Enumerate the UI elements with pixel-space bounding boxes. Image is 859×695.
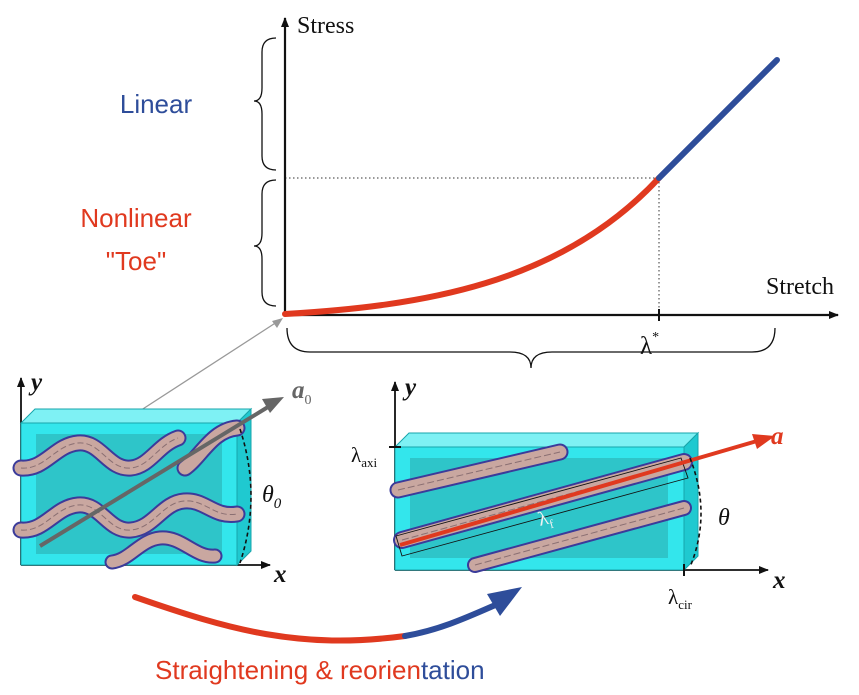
fiber-length-frame: [395, 457, 689, 557]
zoom-connector-arrowhead: [272, 318, 283, 328]
stretch-range-brace: [286, 327, 776, 369]
zoom-connector-line: [131, 319, 281, 417]
caption-blue-part: tation: [421, 655, 485, 685]
a-vector-label: a: [771, 423, 784, 450]
toe-region-label-line1: Nonlinear: [80, 203, 192, 233]
a0-vector-arrowhead: [262, 397, 284, 413]
lambda-star-base: λ: [640, 333, 652, 360]
a-vector-line: [399, 439, 758, 547]
lambda-axi-base: λ: [351, 443, 362, 467]
left-panel-crimped-fibers: y x a0 θ0: [12, 369, 312, 588]
toe-region-brace: [253, 179, 277, 307]
stretch-axis-label: Stretch: [766, 274, 834, 300]
lambda-cir-base: λ: [668, 585, 679, 609]
lambda-cir-label: λcir: [668, 585, 693, 612]
left-box-top-face: [19, 408, 253, 424]
stress-stretch-graph: Stress Stretch λ* Linear Nonlinear "Toe": [80, 13, 839, 369]
toe-region-curve: [282, 175, 662, 317]
reorientation-arrow-blue-part: [402, 600, 503, 639]
toe-region-label-line2: "Toe": [106, 246, 166, 276]
lambda-cir-sub: cir: [678, 597, 692, 612]
reorientation-caption: Straightening & reorientation: [155, 655, 485, 685]
left-y-label: y: [28, 369, 43, 396]
right-panel-straightened-fibers: y x a θ λaxi λcir λf: [351, 374, 786, 612]
theta-arc: [689, 457, 702, 568]
lambda-star-label: λ*: [640, 330, 659, 360]
linear-region-label: Linear: [120, 89, 193, 119]
stress-axis-label: Stress: [297, 13, 354, 39]
a0-sub: 0: [305, 393, 312, 408]
linear-region-brace: [253, 37, 277, 171]
lambda-star-sup: *: [652, 330, 659, 345]
reorientation-arrow: [132, 587, 522, 644]
a-vector-arrowhead: [752, 434, 775, 449]
lambda-axi-label: λaxi: [351, 443, 377, 470]
theta-label: θ: [718, 505, 730, 531]
right-y-label: y: [402, 374, 417, 401]
left-x-label: x: [273, 561, 287, 588]
theta0-sub: 0: [274, 496, 282, 512]
reorientation-arrow-red-part: [132, 594, 408, 644]
a0-vector-line: [38, 405, 270, 548]
a0-base: a: [292, 377, 305, 404]
lambda-axi-sub: axi: [361, 455, 377, 470]
a0-vector-label: a0: [292, 377, 312, 408]
right-fiber-bundles: [389, 443, 693, 573]
theta0-label: θ0: [262, 482, 282, 512]
theta0-arc: [239, 428, 252, 564]
theta0-base: θ: [262, 482, 274, 508]
reorientation-arrowhead: [487, 587, 522, 616]
right-x-label: x: [772, 567, 786, 594]
right-box-top-face: [393, 432, 700, 448]
lambda-f-sub: f: [548, 517, 555, 532]
linear-region-curve: [656, 57, 780, 181]
caption-red-part: Straightening & reorien: [155, 655, 421, 685]
